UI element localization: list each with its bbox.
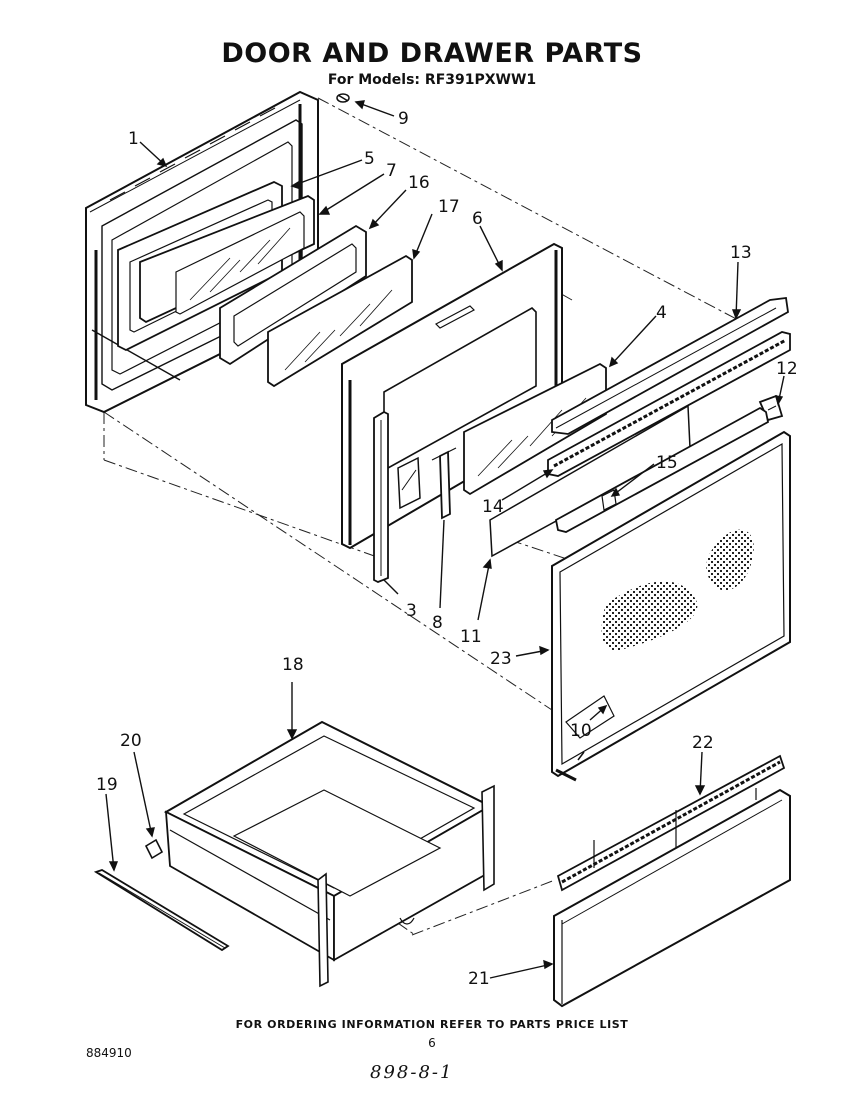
door-screw (336, 93, 350, 103)
callout-15: 15 (656, 453, 678, 473)
door-vent-bracket (397, 456, 421, 510)
door-bracket (431, 447, 457, 520)
handwritten-note: 898-8-1 (370, 1062, 454, 1083)
callout-1: 1 (128, 129, 139, 149)
callout-4: 4 (656, 303, 667, 323)
model-subtitle: For Models: RF391PXWW1 (327, 72, 537, 88)
callout-20: 20 (120, 731, 142, 751)
callout-21: 21 (468, 969, 490, 989)
page-title: DOOR AND DRAWER PARTS (221, 38, 643, 69)
callout-19: 19 (96, 775, 118, 795)
page-number: 6 (428, 1036, 436, 1050)
door-top-trim (551, 296, 789, 435)
callout-6: 6 (472, 209, 483, 229)
callout-13: 13 (730, 243, 752, 263)
callout-3: 3 (406, 601, 417, 621)
callout-9: 9 (398, 109, 409, 129)
door-window-glass (463, 362, 607, 496)
callout-18: 18 (282, 655, 304, 675)
document-id: 884910 (86, 1046, 132, 1060)
drawer-front-panel (553, 788, 791, 1008)
callout-numbers: 1 3 4 5 6 7 8 9 10 11 12 13 14 15 16 17 … (96, 109, 798, 989)
callout-12: 12 (776, 359, 798, 379)
callout-11: 11 (460, 627, 482, 647)
callout-7: 7 (386, 161, 397, 181)
drawer-slide-rail (93, 869, 230, 952)
callout-16: 16 (408, 173, 430, 193)
callout-8: 8 (432, 613, 443, 633)
drawer-front-trim (556, 754, 786, 892)
callout-10: 10 (570, 721, 592, 741)
drawer-glide (144, 838, 164, 860)
door-glass-with-frame (139, 194, 315, 324)
callout-14: 14 (482, 497, 504, 517)
drawer-body (163, 720, 495, 988)
callout-5: 5 (364, 149, 375, 169)
ordering-note: FOR ORDERING INFORMATION REFER TO PARTS … (235, 1018, 629, 1031)
outer-door-panel (551, 430, 791, 782)
leader-lines (105, 100, 785, 979)
door-hinge-channel (373, 410, 389, 583)
callout-17: 17 (438, 197, 460, 217)
callout-23: 23 (490, 649, 512, 669)
inner-glass-panel (267, 254, 413, 388)
callout-22: 22 (692, 733, 714, 753)
inner-glass-frame (219, 224, 367, 366)
